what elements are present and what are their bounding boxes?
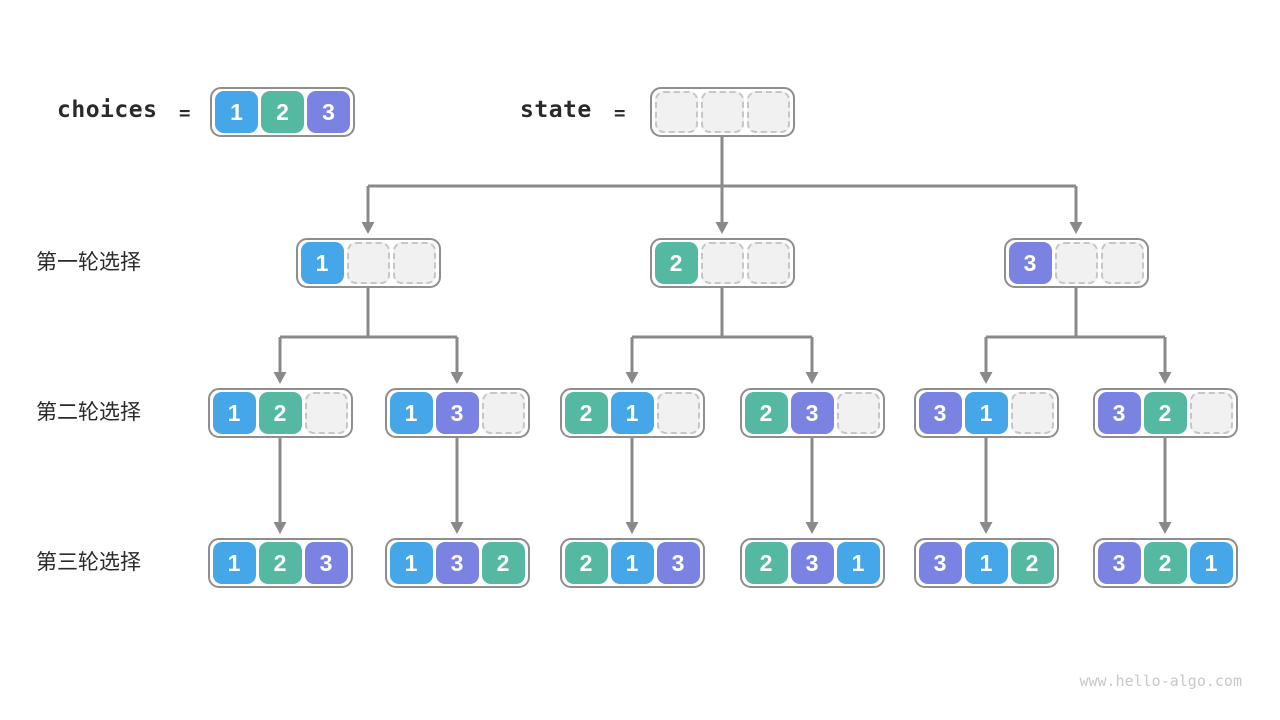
arrow-head-icon [805, 372, 819, 384]
value-cell: 3 [435, 392, 479, 434]
empty-cell [346, 242, 390, 284]
value-cell: 1 [964, 392, 1008, 434]
row-label-round-2: 第二轮选择 [36, 401, 141, 424]
empty-cell [746, 91, 790, 133]
arrow-head-icon [450, 372, 464, 384]
state-node-round1: 1 [295, 238, 441, 288]
value-cell: 2 [258, 392, 302, 434]
arrow-head-icon [715, 222, 729, 234]
value-cell: 2 [654, 242, 698, 284]
value-cell: 1 [1189, 542, 1233, 584]
empty-cell [656, 392, 700, 434]
arrow-head-icon [273, 372, 287, 384]
value-cell: 3 [435, 542, 479, 584]
empty-cell [1010, 392, 1054, 434]
arrow-head-icon [1158, 372, 1172, 384]
value-cell: 1 [212, 392, 256, 434]
arrow-head-icon [450, 522, 464, 534]
value-cell: 3 [918, 392, 962, 434]
value-cell: 3 [790, 542, 834, 584]
value-cell: 2 [261, 91, 304, 133]
state-node-round1: 3 [1003, 238, 1149, 288]
choices-equals-sign: = [179, 102, 191, 124]
value-cell: 2 [481, 542, 525, 584]
arrow-head-icon [273, 522, 287, 534]
value-cell: 2 [744, 542, 788, 584]
value-cell: 1 [610, 392, 654, 434]
empty-cell [836, 392, 880, 434]
watermark-url: www.hello-algo.com [1079, 672, 1242, 690]
empty-cell [304, 392, 348, 434]
empty-cell [654, 91, 698, 133]
state-equals-sign: = [614, 102, 626, 124]
arrow-head-icon [805, 522, 819, 534]
arrow-head-icon [979, 372, 993, 384]
row-label-round-3: 第三轮选择 [36, 551, 141, 574]
value-cell: 1 [215, 91, 258, 133]
arrow-head-icon [1069, 222, 1083, 234]
empty-cell [1100, 242, 1144, 284]
value-cell: 2 [744, 392, 788, 434]
arrow-head-icon [625, 522, 639, 534]
value-cell: 3 [304, 542, 348, 584]
empty-cell [1054, 242, 1098, 284]
value-cell: 1 [610, 542, 654, 584]
value-cell: 1 [389, 542, 433, 584]
value-cell: 3 [656, 542, 700, 584]
arrow-head-icon [1158, 522, 1172, 534]
empty-cell [700, 242, 744, 284]
choices-label: choices [57, 97, 158, 123]
value-cell: 2 [1010, 542, 1054, 584]
empty-cell [746, 242, 790, 284]
value-cell: 1 [300, 242, 344, 284]
value-cell: 2 [1143, 392, 1187, 434]
value-cell: 3 [790, 392, 834, 434]
value-cell: 1 [389, 392, 433, 434]
row-label-round-1: 第一轮选择 [36, 251, 141, 274]
value-cell: 3 [1008, 242, 1052, 284]
empty-cell [1189, 392, 1233, 434]
value-cell: 3 [918, 542, 962, 584]
value-cell: 2 [258, 542, 302, 584]
value-cell: 3 [307, 91, 350, 133]
value-cell: 1 [212, 542, 256, 584]
arrow-head-icon [625, 372, 639, 384]
empty-cell [481, 392, 525, 434]
state-node-round1: 2 [649, 238, 795, 288]
empty-cell [700, 91, 744, 133]
value-cell: 3 [1097, 542, 1141, 584]
value-cell: 1 [964, 542, 1008, 584]
empty-cell [392, 242, 436, 284]
state-label: state [520, 97, 592, 123]
value-cell: 2 [1143, 542, 1187, 584]
value-cell: 2 [564, 542, 608, 584]
arrow-head-icon [361, 222, 375, 234]
state-array-box [649, 87, 795, 137]
value-cell: 3 [1097, 392, 1141, 434]
value-cell: 1 [836, 542, 880, 584]
value-cell: 2 [564, 392, 608, 434]
arrow-head-icon [979, 522, 993, 534]
